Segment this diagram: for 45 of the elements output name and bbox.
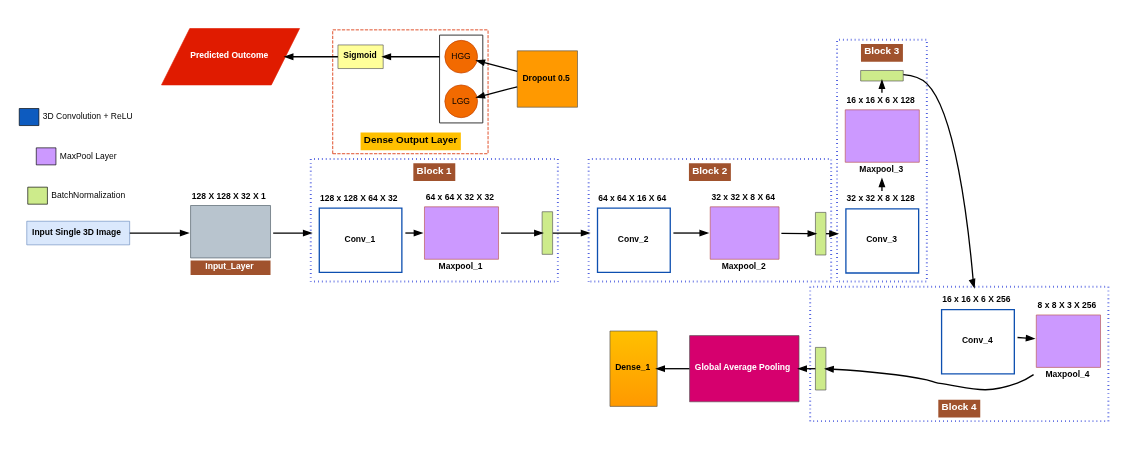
node-circle: LGG	[444, 84, 478, 118]
node-bar	[815, 212, 827, 256]
arrow	[475, 86, 518, 99]
arrow	[672, 229, 710, 237]
node-label: 8 x 8 X 3 X 256	[1037, 300, 1097, 311]
node-label: 128 x 128 X 64 X 32	[319, 192, 398, 203]
legend-label: BatchNormalization	[51, 189, 126, 200]
node-label: 64 x 64 X 32 X 32	[425, 191, 494, 202]
arrow	[283, 53, 339, 61]
node-label: 64 x 64 X 16 X 64	[598, 192, 667, 203]
arrow	[272, 229, 313, 237]
node-label: 128 X 128 X 32 X 1	[191, 190, 266, 201]
arrow	[500, 229, 544, 237]
arrow	[381, 53, 441, 61]
node-circle: HGG	[444, 40, 478, 74]
arrow	[824, 365, 1035, 391]
node-label: Maxpool_3	[859, 164, 904, 175]
arrow	[780, 230, 818, 238]
arrow	[902, 74, 976, 289]
arrow	[878, 177, 886, 192]
node-label: 16 x 16 X 6 X 128	[846, 94, 915, 105]
node-label: Maxpool_1	[438, 261, 483, 272]
arrow	[475, 59, 518, 72]
node-label: 16 x 16 X 6 X 256	[942, 294, 1011, 305]
arrow	[552, 229, 591, 237]
arrow	[129, 229, 190, 237]
node-bar	[860, 70, 904, 82]
node-box: Global Average Pooling	[689, 335, 800, 403]
legend-label: MaxPool Layer	[59, 150, 117, 161]
arrow	[404, 229, 424, 237]
node-label: Maxpool_2	[721, 261, 766, 272]
node-bar	[541, 211, 553, 255]
node-box: Sigmoid	[337, 44, 384, 69]
legend-label: 3D Convolution + ReLU	[42, 111, 133, 122]
arrow	[878, 79, 886, 94]
node-label: Maxpool_4	[1045, 369, 1090, 380]
node-label: 32 x 32 X 8 X 64	[711, 191, 775, 202]
arrow	[1016, 334, 1036, 342]
node-bar	[815, 347, 827, 391]
node-box: Dense_1	[609, 330, 658, 407]
node-label: 32 x 32 X 8 X 128	[846, 193, 915, 204]
node-box: Dropout 0.5	[516, 50, 578, 108]
node-box: Input Single 3D Image	[26, 220, 130, 246]
node-label: Input_Layer	[205, 261, 254, 272]
arrow	[655, 365, 691, 373]
